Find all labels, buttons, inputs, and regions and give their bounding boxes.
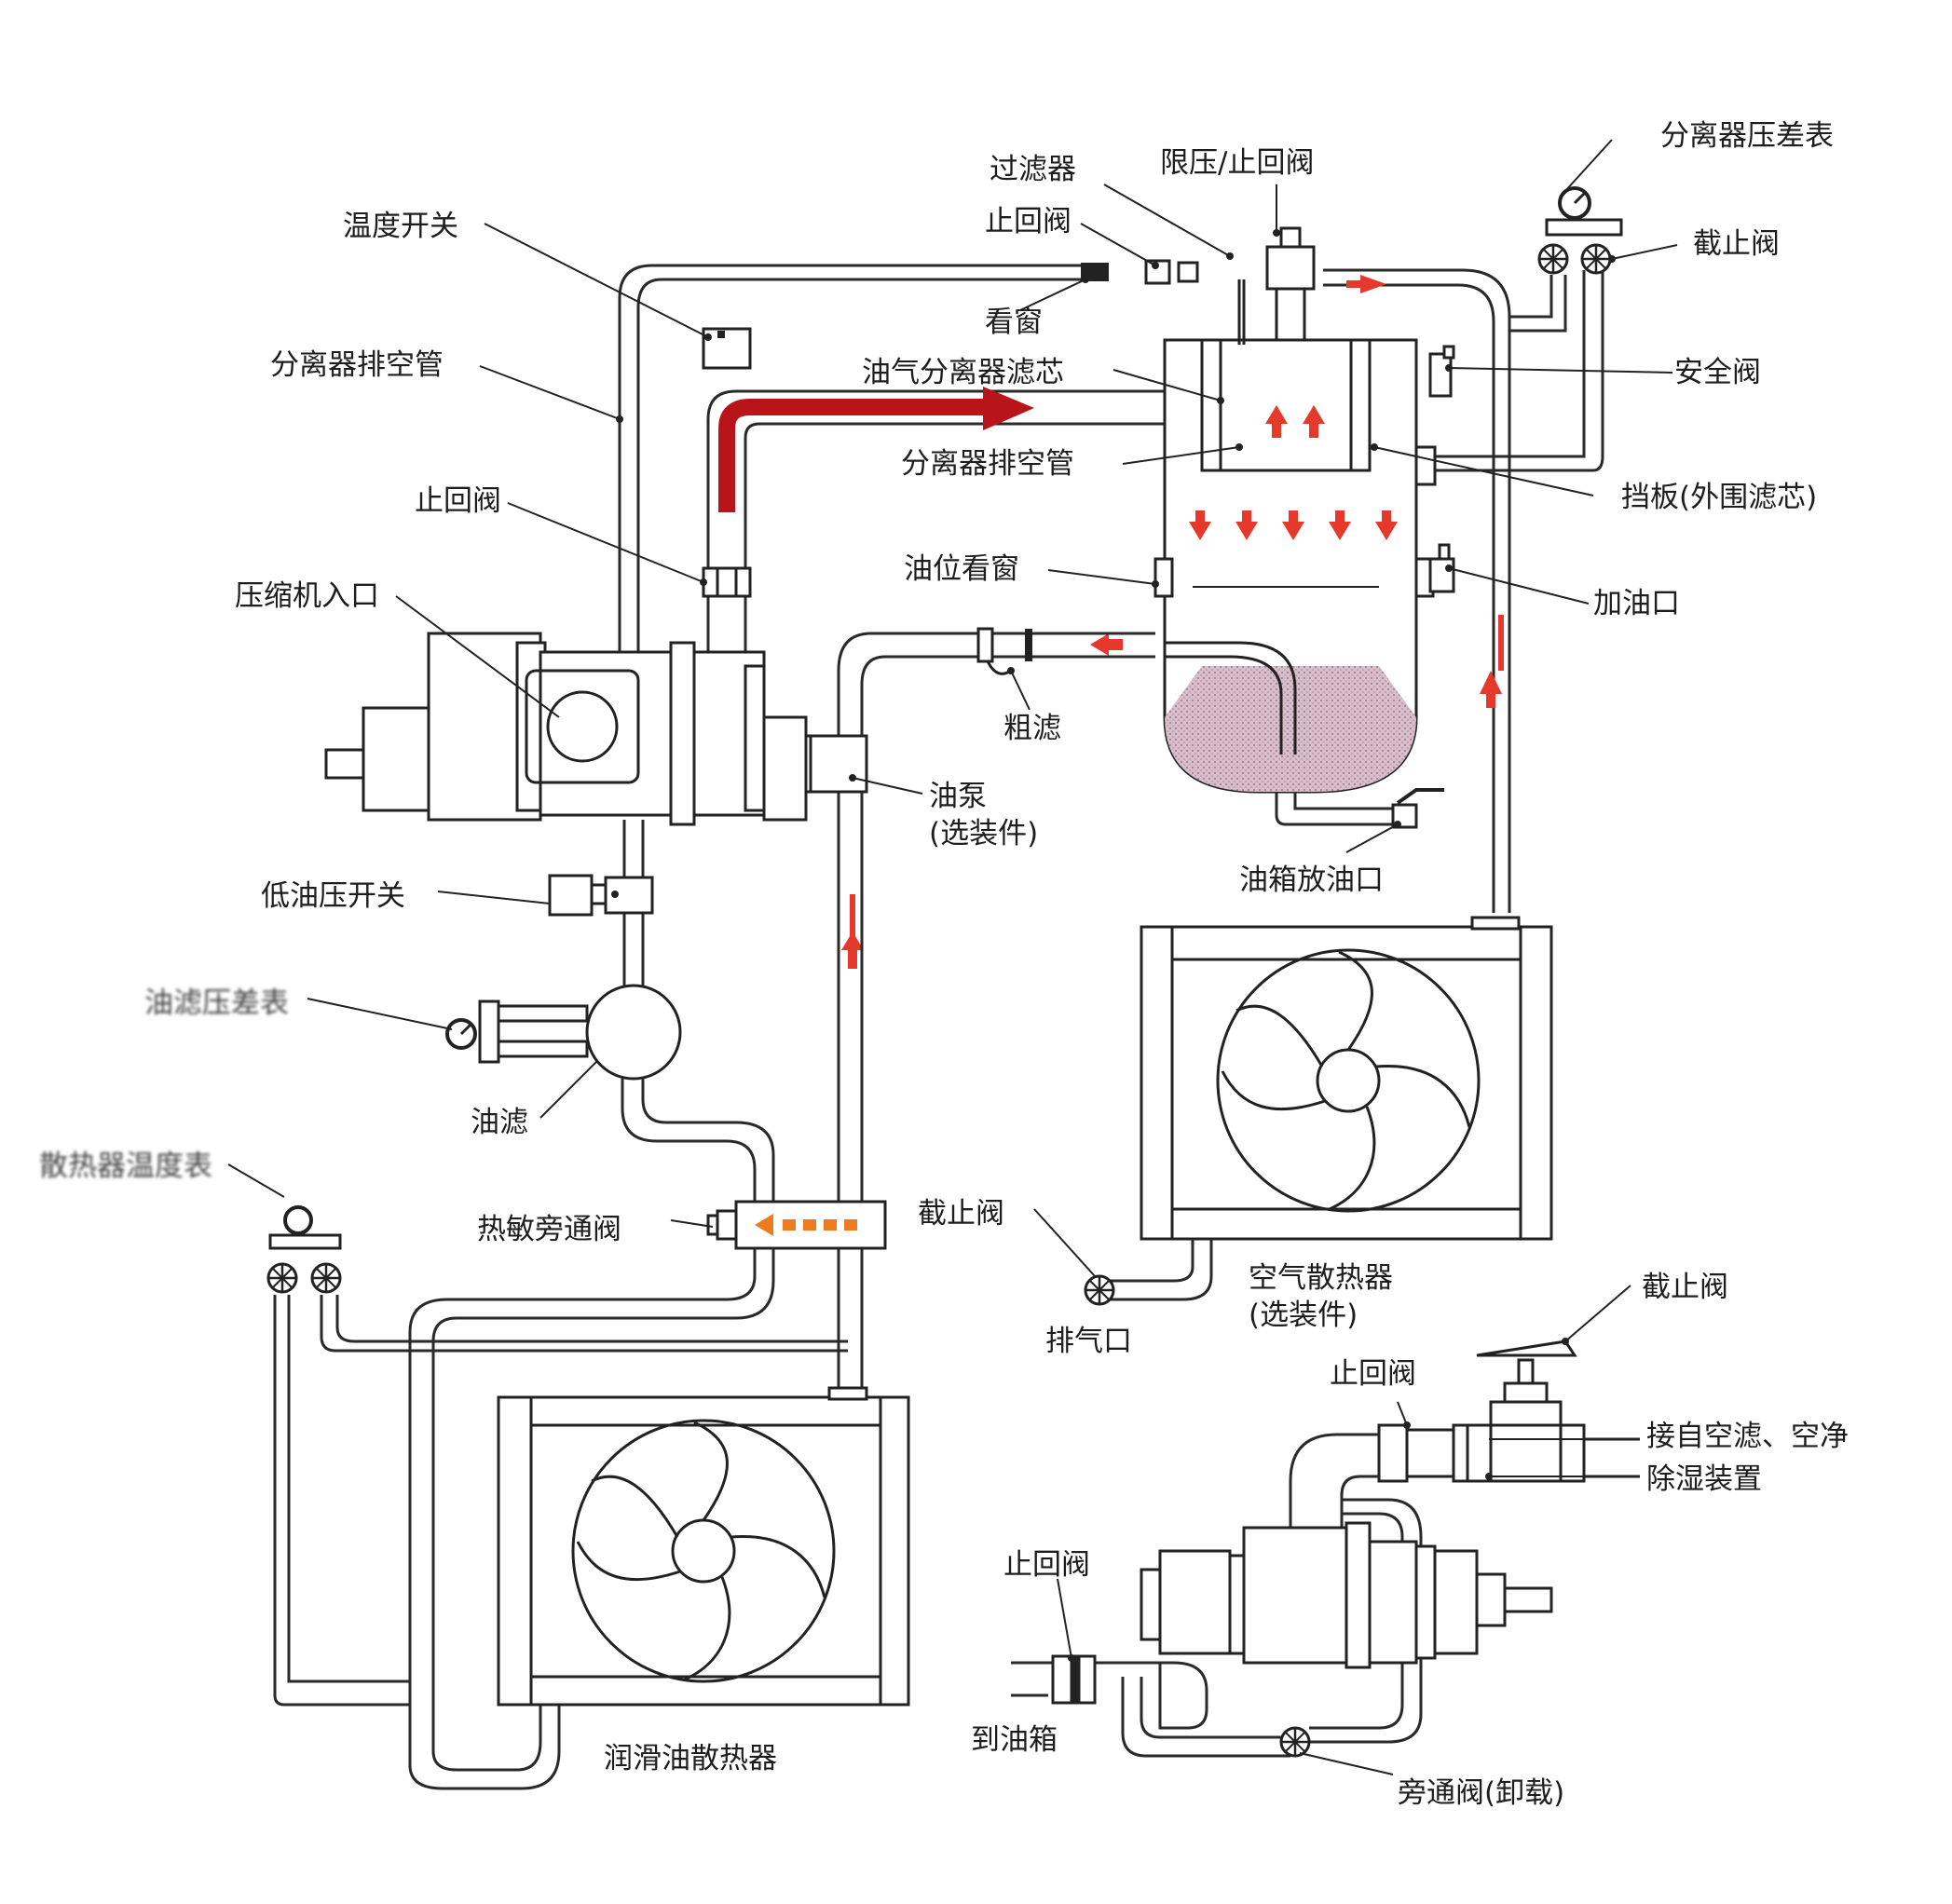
label-oil-pump: 油泵 <box>929 780 987 813</box>
discharge-pipe <box>706 389 1165 652</box>
label-check-valve-bottom: 止回阀 <box>1330 1357 1416 1391</box>
label-to-tank: 到油箱 <box>971 1723 1058 1757</box>
label-separator-vent-mid: 分离器排空管 <box>901 447 1074 481</box>
label-air-cooler: 空气散热器 <box>1249 1261 1393 1295</box>
bottom-check-valve <box>1051 1654 1097 1705</box>
air-cooler <box>1140 916 1553 1241</box>
separator-vent-pipe <box>618 264 1099 671</box>
label-stop-valve-mid: 截止阀 <box>918 1197 1004 1231</box>
label-low-oil-pressure-switch: 低油压开关 <box>261 879 405 913</box>
label-filter: 过滤器 <box>990 153 1076 186</box>
label-oil-level-sight: 油位看窗 <box>904 552 1019 586</box>
lube-oil-cooler <box>497 1386 910 1707</box>
oil-filter <box>445 984 682 1081</box>
label-stop-valve-bottom: 截止阀 <box>1642 1271 1728 1304</box>
check-valve-left <box>702 566 752 598</box>
bottom-compressor <box>1140 1521 1553 1669</box>
pressure-limit-check-valve <box>1265 226 1316 342</box>
label-bypass-valve-unload: 旁通阀(卸载) <box>1398 1776 1565 1810</box>
compressor <box>324 632 868 826</box>
exhaust-pipe <box>1109 1239 1213 1301</box>
label-tank-drain: 油箱放油口 <box>1239 864 1384 897</box>
label-check-valve-top: 止回阀 <box>985 205 1072 238</box>
lube-cooler-pipes <box>273 1248 848 1790</box>
to-tank-pipes <box>1011 1661 1290 1758</box>
label-radiator-temp-gauge: 散热器温度表 <box>39 1149 212 1183</box>
label-coarse-filter: 粗滤 <box>1003 712 1061 745</box>
tank-drain <box>1275 792 1407 826</box>
label-safety-valve: 安全阀 <box>1674 356 1761 389</box>
label-sight-glass: 看窗 <box>985 306 1043 339</box>
inlet-stop-valve <box>1466 1340 1640 1483</box>
label-pressure-limit-check-valve: 限压/止回阀 <box>1160 146 1315 180</box>
label-dehumidifier: 除湿装置 <box>1646 1462 1762 1496</box>
leader-lines <box>227 139 1678 1775</box>
gauge-valve-wheel-right <box>310 1262 342 1294</box>
label-optional-1: (选装件) <box>929 817 1039 850</box>
label-from-air-filter: 接自空滤、空净 <box>1646 1420 1849 1453</box>
oil-filter-outlet-pipe <box>621 1079 775 1202</box>
separator-tank <box>1153 338 1437 794</box>
discharge-arrowhead <box>983 387 1034 430</box>
label-optional-2: (选装件) <box>1249 1299 1358 1332</box>
label-exhaust-port: 排气口 <box>1045 1325 1132 1358</box>
stop-valve-wheel-top-left <box>1537 243 1569 275</box>
oil-return-pipe <box>837 632 1155 1388</box>
top-right-pipe <box>1323 268 1604 913</box>
label-lube-oil-cooler: 润滑油散热器 <box>604 1742 777 1775</box>
label-oil-fill-port: 加油口 <box>1593 587 1680 620</box>
label-stop-valve-top: 截止阀 <box>1693 227 1780 261</box>
gauge-valve-wheel-left <box>266 1262 298 1294</box>
oil-fill-port <box>1428 543 1455 593</box>
oil-pump <box>809 734 868 794</box>
label-check-valve-bottom-left: 止回阀 <box>1003 1548 1090 1582</box>
label-separator-diff-gauge: 分离器压差表 <box>1660 119 1834 153</box>
leader-dots <box>611 229 1616 1662</box>
label-oil-filter: 油滤 <box>471 1106 528 1139</box>
label-check-valve-left: 止回阀 <box>415 484 501 518</box>
label-oil-filter-diff-gauge: 油滤压差表 <box>144 986 289 1020</box>
label-baffle: 挡板(外围滤芯) <box>1621 481 1818 514</box>
radiator-temp-gauge <box>268 1205 342 1250</box>
label-temp-switch: 温度开关 <box>343 210 458 243</box>
safety-valve <box>1428 345 1455 398</box>
discharge-flow-arrow <box>718 399 988 512</box>
inlet-check-valve <box>1377 1423 1469 1483</box>
filter-top <box>1177 261 1199 283</box>
bypass-valve-wheel <box>1279 1726 1311 1758</box>
coarse-filter <box>976 627 1032 675</box>
thermal-bypass-valve <box>706 1200 887 1250</box>
stop-valve-wheel-top-right <box>1580 243 1612 275</box>
label-thermal-bypass-valve: 热敏旁通阀 <box>477 1213 621 1246</box>
label-compressor-inlet: 压缩机入口 <box>235 579 379 613</box>
label-separator-vent-left: 分离器排空管 <box>270 348 444 382</box>
low-oil-pressure-switch <box>548 874 654 917</box>
separator-diff-gauge <box>1545 186 1623 237</box>
exhaust-valve-wheel <box>1084 1274 1115 1306</box>
label-separator-filter-core: 油气分离器滤芯 <box>862 356 1064 389</box>
